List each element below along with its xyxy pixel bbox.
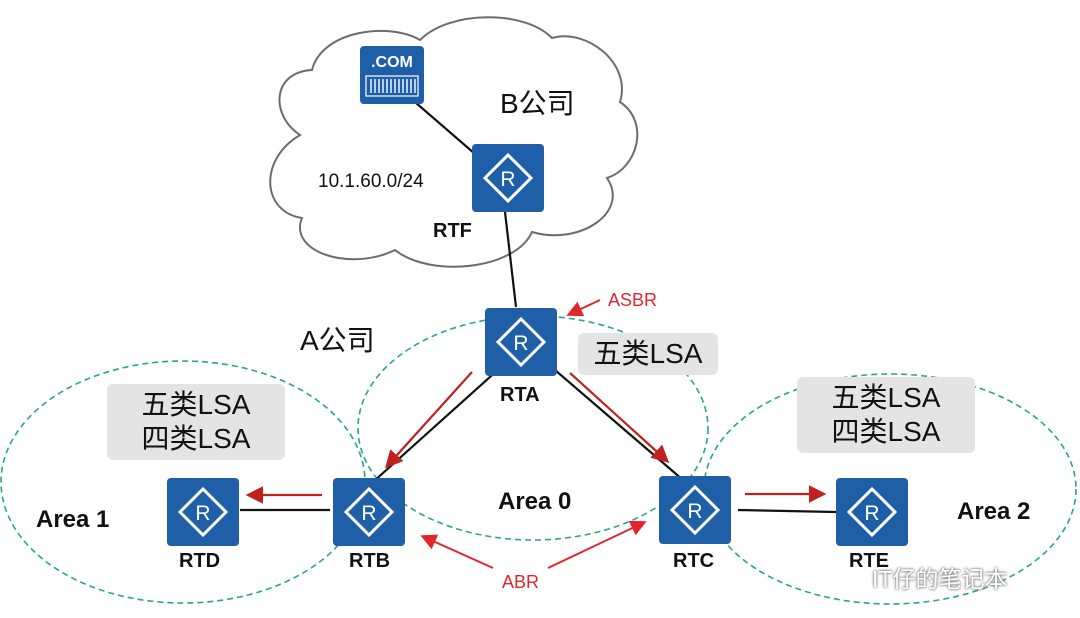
router-rtf-label: RTF [433,220,472,242]
router-rta-icon [483,306,559,378]
server-icon: .COM [360,46,424,104]
router-rtd-label: RTD [179,550,221,572]
lsa-box-area1: 五类LSA 四类LSA [107,384,285,460]
lsa-type-label: 四类LSA [141,423,251,454]
link-server-rtf [407,95,483,161]
router-rtb-label: RTB [349,550,391,572]
link-rta-rtb [372,367,501,483]
area-2-boundary [703,373,1077,605]
watermark-text: IT仔的笔记本 [872,566,1008,592]
lsa-arrow-rta-to-rtc [569,372,670,463]
lsa-type-label: 四类LSA [831,416,941,447]
company-a-label: A公司 [300,325,375,356]
area-1-label: Area 1 [36,506,110,533]
router-rtc-icon [657,474,733,546]
lsa-type-label: 五类LSA [831,382,941,413]
lsa-type-label: 五类LSA [593,338,703,369]
lsa-arrow-rta-to-rtb [385,371,473,469]
router-rtc-label: RTC [673,550,715,572]
abr-pointer-arrow-rtc [547,520,647,569]
router-rtb-icon [331,476,407,548]
router-rta-label: RTA [500,384,540,406]
area-0-label: Area 0 [498,488,572,515]
svg-text:.COM: .COM [371,54,413,71]
router-rte-icon [834,476,910,548]
lsa-type-label: 五类LSA [141,389,251,420]
abr-pointer-arrow-rtb [420,534,494,569]
asbr-label: ASBR [608,290,658,310]
network-prefix-label: 10.1.60.0/24 [318,171,424,192]
link-rtc-rte [737,508,837,514]
router-rte-label: RTE [849,550,889,572]
router-rtd-icon [165,476,241,548]
abr-label: ABR [502,572,540,592]
link-rta-rtc [547,363,684,481]
lsa-box-rta: 五类LSA [578,333,718,375]
company-b-label: B公司 [500,88,575,119]
link-rtf-rta [503,211,518,308]
asbr-pointer-arrow [566,299,601,317]
area-2-label: Area 2 [957,498,1031,525]
router-rtf-icon [470,142,546,214]
lsa-box-area2: 五类LSA 四类LSA [797,377,975,453]
